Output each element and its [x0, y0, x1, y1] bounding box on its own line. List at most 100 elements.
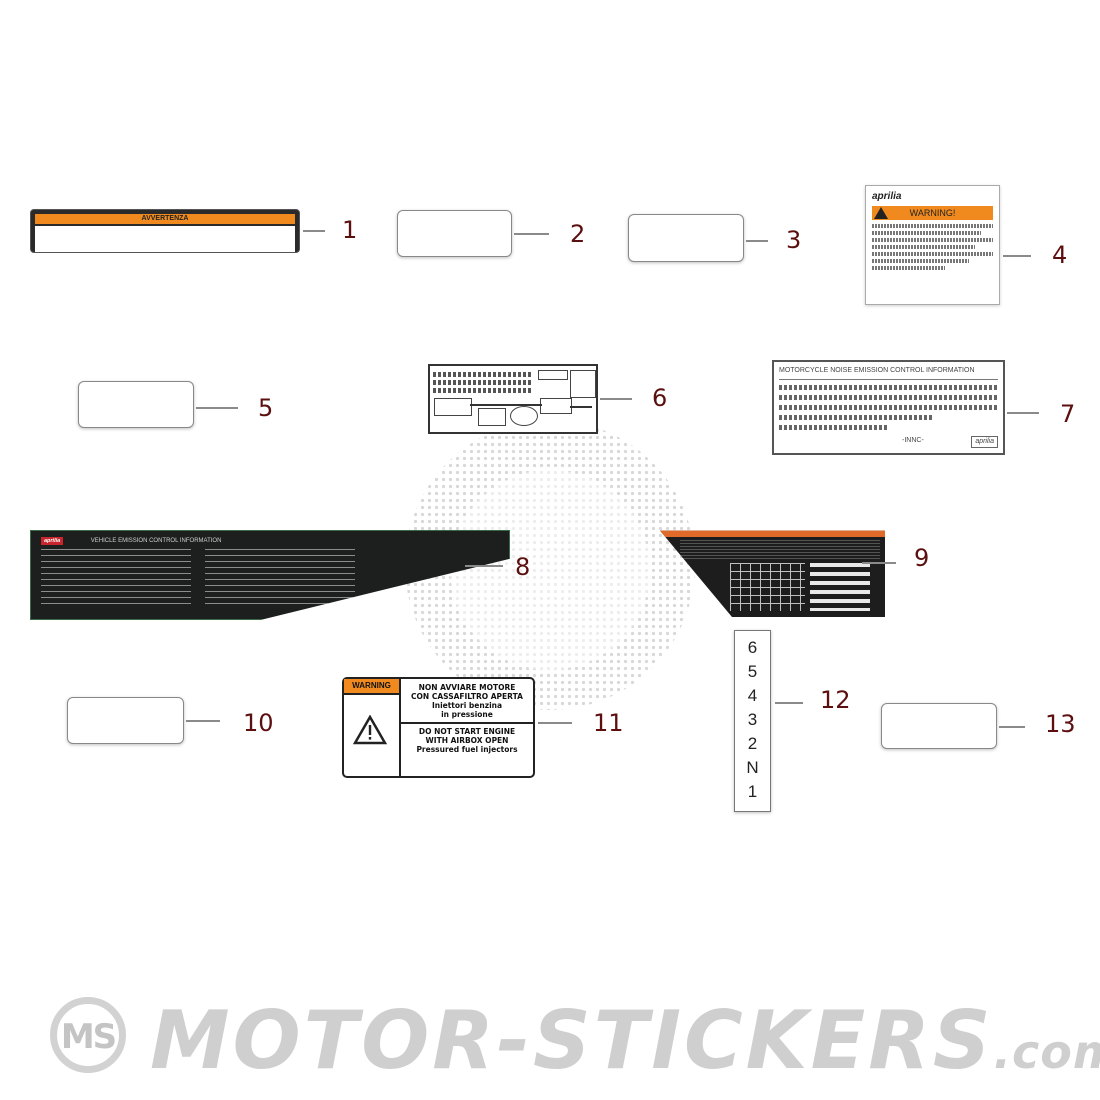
decal-11-it-line3: Iniettori benzina [431, 701, 503, 710]
decal-13-blank[interactable] [881, 703, 997, 749]
leader-line-11 [538, 722, 572, 724]
callout-13: 13 [1045, 710, 1076, 738]
decal-8-right-column [205, 549, 355, 605]
decal-10-blank[interactable] [67, 697, 184, 744]
decal-7-header: MOTORCYCLE NOISE EMISSION CONTROL INFORM… [779, 366, 998, 380]
watermark-emblem-center [450, 470, 650, 670]
gear-3: 3 [747, 710, 758, 729]
gear-5: 5 [747, 662, 758, 681]
leader-line-13 [999, 726, 1025, 728]
decal-11-it-line4: in pressione [441, 710, 493, 719]
site-watermark: MOTOR-STICKERS.com [150, 994, 1100, 1087]
gear-2: 2 [747, 734, 758, 753]
decal-7-text-row [779, 404, 998, 410]
decal-6-vacuum-hose-routing[interactable] [428, 364, 598, 434]
decal-8-title: VEHICLE EMISSION CONTROL INFORMATION [90, 538, 222, 544]
decal-8-header: aprilia VEHICLE EMISSION CONTROL INFORMA… [41, 537, 499, 545]
decal-6-text-row [433, 388, 533, 393]
decal-6-schematic-box [434, 398, 472, 416]
leader-line-8 [465, 565, 503, 567]
leader-line-6 [600, 398, 632, 400]
decal-8-vehicle-emission-label[interactable]: aprilia VEHICLE EMISSION CONTROL INFORMA… [30, 530, 510, 620]
decal-11-en-line1: DO NOT START ENGINE [418, 727, 516, 736]
decal-7-text-row [779, 414, 933, 420]
leader-line-2 [514, 233, 549, 235]
decal-11-divider [401, 722, 533, 724]
leader-line-4 [1003, 255, 1031, 257]
decal-6-hose-line [470, 404, 542, 406]
callout-10: 10 [243, 709, 274, 737]
ms-logo-icon: MS [50, 997, 126, 1073]
leader-line-5 [196, 407, 238, 409]
decal-9-fine-print [680, 540, 880, 560]
site-tld: .com [993, 1025, 1100, 1079]
decal-6-text-row [433, 380, 533, 385]
decal-7-text-row [779, 384, 998, 390]
decal-6-box [538, 370, 568, 380]
decal-8-left-column [41, 549, 191, 605]
gear-4: 4 [747, 686, 758, 705]
decal-6-hose-line [570, 406, 592, 408]
decal-4-fine-print [872, 224, 993, 270]
decal-5-blank[interactable] [78, 381, 194, 428]
callout-11: 11 [593, 709, 624, 737]
decal-9-table [730, 563, 805, 611]
callout-4: 4 [1052, 241, 1068, 269]
decal-11-right-panel: NON AVVIARE MOTORE CON CASSAFILTRO APERT… [401, 679, 533, 776]
site-name: MOTOR-STICKERS [150, 994, 994, 1087]
warning-triangle-icon [353, 715, 387, 745]
callout-6: 6 [652, 384, 668, 412]
leader-line-7 [1007, 412, 1039, 414]
callout-1: 1 [342, 216, 358, 244]
callout-5: 5 [258, 394, 274, 422]
warning-triangle-icon [874, 207, 888, 219]
decal-1-warning-strip[interactable]: AVVERTENZA [30, 209, 300, 253]
decal-1-band: AVVERTENZA [35, 214, 295, 224]
decal-11-en-line2: WITH AIRBOX OPEN [425, 736, 509, 745]
gear-6: 6 [747, 638, 758, 657]
decal-11-it-line2: CON CASSAFILTRO APERTA [411, 692, 523, 701]
callout-2: 2 [570, 220, 586, 248]
decal-6-schematic-box [478, 408, 506, 426]
decal-6-text-row [433, 372, 533, 377]
decal-11-it-line1: NON AVVIARE MOTORE [418, 683, 516, 692]
decal-11-warning-tag: WARNING [344, 679, 399, 695]
leader-line-12 [775, 702, 803, 704]
callout-7: 7 [1060, 400, 1076, 428]
decal-7-text-row [779, 394, 998, 400]
decal-4-battery-warning[interactable]: aprilia WARNING! [865, 185, 1000, 305]
leader-line-3 [746, 240, 768, 242]
decal-3-blank[interactable] [628, 214, 744, 262]
decal-11-left-panel: WARNING [344, 679, 401, 776]
decal-11-en-line3: Pressured fuel injectors [416, 745, 518, 754]
callout-8: 8 [515, 553, 531, 581]
decal-6-logo-box [570, 370, 596, 398]
decal-1-text [35, 226, 295, 252]
leader-line-1 [303, 230, 325, 232]
decal-9-bars [810, 563, 870, 611]
callout-9: 9 [914, 544, 930, 572]
callout-12: 12 [820, 686, 851, 714]
decal-2-blank[interactable] [397, 210, 512, 257]
decal-6-schematic-box [540, 398, 572, 414]
decal-12-gear-indicator[interactable]: 6 5 4 3 2 N 1 [734, 630, 771, 812]
decal-7-mark: -INNC- [902, 436, 924, 444]
decal-4-brand: aprilia [872, 191, 902, 202]
leader-line-9 [862, 562, 896, 564]
callout-3: 3 [786, 226, 802, 254]
decal-7-noise-emission-label[interactable]: MOTORCYCLE NOISE EMISSION CONTROL INFORM… [772, 360, 1005, 455]
decal-7-text-row [779, 424, 889, 430]
gear-neutral: N [746, 758, 759, 777]
decal-4-warning-bar: WARNING! [872, 206, 993, 220]
decal-11-airbox-warning[interactable]: WARNING NON AVVIARE MOTORE CON CASSAFILT… [342, 677, 535, 778]
decal-9-orange-strip [660, 530, 885, 537]
decal-6-schematic-canister [510, 406, 538, 426]
decal-9-tyre-info-label[interactable] [660, 530, 885, 617]
leader-line-10 [186, 720, 220, 722]
decal-4-warning-label: WARNING! [909, 208, 956, 218]
gear-1: 1 [747, 782, 758, 801]
decal-8-brand: aprilia [41, 537, 64, 545]
decal-7-logo: aprilia [971, 435, 998, 448]
ms-logo-letters: MS [60, 1017, 117, 1057]
